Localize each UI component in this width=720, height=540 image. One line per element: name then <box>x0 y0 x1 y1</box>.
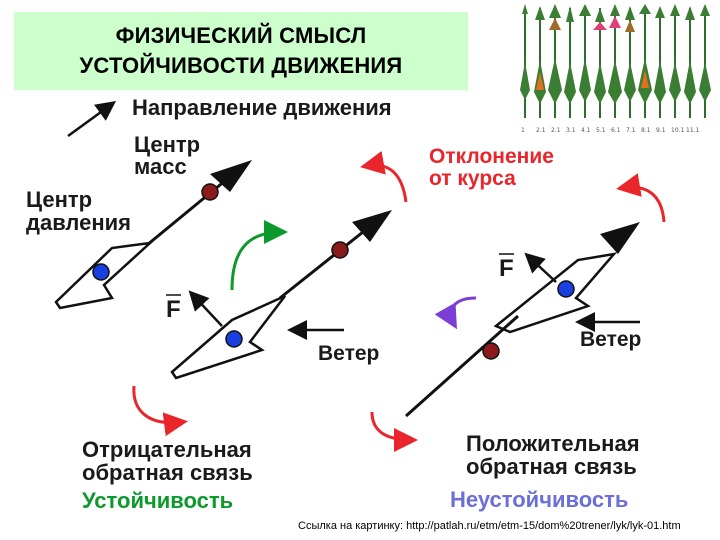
force-label-right: F <box>499 255 514 282</box>
svg-text:10.1: 10.1 <box>671 127 685 134</box>
deviation-curve-red <box>616 173 666 223</box>
title-line-1: ФИЗИЧЕСКИЙ СМЫСЛ <box>115 23 367 48</box>
force-vector-left <box>188 290 223 327</box>
positive-feedback-label: Положительная обратная связь <box>466 432 640 478</box>
center-pressure-dot <box>92 263 110 281</box>
neg-feedback-line-2: обратная связь <box>82 460 253 485</box>
force-label-left: F <box>166 296 181 323</box>
center-mass-line-1: Центр <box>134 132 201 157</box>
svg-text:8.1: 8.1 <box>641 127 651 134</box>
arrow-stable-deflected <box>170 210 392 380</box>
force-vector-right <box>524 252 557 283</box>
feedback-curve-red <box>132 385 188 437</box>
svg-text:1: 1 <box>521 127 525 134</box>
svg-text:11.1: 11.1 <box>686 127 700 134</box>
deviation-label: Отклонение от курса <box>429 146 554 190</box>
center-pressure-line-1: Центр <box>26 187 93 212</box>
deviation-line-1: Отклонение <box>429 145 554 168</box>
svg-text:3.1: 3.1 <box>566 127 576 134</box>
center-pressure-dot <box>225 330 243 348</box>
stability-label: Устойчивость <box>82 488 234 513</box>
wind-label-right: Ветер <box>580 328 642 351</box>
center-pressure-dot <box>557 280 575 298</box>
svg-text:4.1: 4.1 <box>581 127 591 134</box>
arrow-stable-left <box>54 160 252 310</box>
center-mass-dot <box>482 342 500 360</box>
direction-label: Направление движения <box>132 95 392 120</box>
wind-label-left: Ветер <box>318 342 380 365</box>
direction-arrow <box>67 101 117 138</box>
svg-text:6.1: 6.1 <box>611 127 621 134</box>
deviation-curve-red <box>360 150 408 203</box>
center-mass-label: Центр масс <box>134 134 200 178</box>
feedback-curve-red <box>370 411 418 452</box>
svg-text:7.1: 7.1 <box>626 127 636 134</box>
instability-label: Неустойчивость <box>450 487 629 512</box>
deflection-curve-purple <box>434 296 477 330</box>
title-line-2: УСТОЙЧИВОСТИ ДВИЖЕНИЯ <box>79 53 403 78</box>
arrow-unstable-right <box>405 222 640 418</box>
center-pressure-label: Центр давления <box>26 188 131 234</box>
pos-feedback-line-2: обратная связь <box>466 454 637 479</box>
svg-text:2.1: 2.1 <box>536 127 546 134</box>
center-mass-line-2: масс <box>134 154 187 179</box>
center-mass-dot <box>331 241 349 259</box>
neg-feedback-line-1: Отрицательная <box>82 437 252 462</box>
center-pressure-line-2: давления <box>26 210 132 235</box>
negative-feedback-label: Отрицательная обратная связь <box>82 438 253 484</box>
title-box: ФИЗИЧЕСКИЙ СМЫСЛ УСТОЙЧИВОСТИ ДВИЖЕНИЯ <box>14 12 468 90</box>
svg-text:9.1: 9.1 <box>656 127 666 134</box>
svg-text:5.1: 5.1 <box>596 127 606 134</box>
correction-curve-green <box>230 220 288 291</box>
pos-feedback-line-1: Положительная <box>466 431 640 456</box>
source-caption: Ссылка на картинку: http://patlah.ru/etm… <box>298 520 681 532</box>
deviation-line-2: от курса <box>429 167 516 190</box>
center-mass-dot <box>201 183 219 201</box>
svg-text:2.1: 2.1 <box>551 127 561 134</box>
